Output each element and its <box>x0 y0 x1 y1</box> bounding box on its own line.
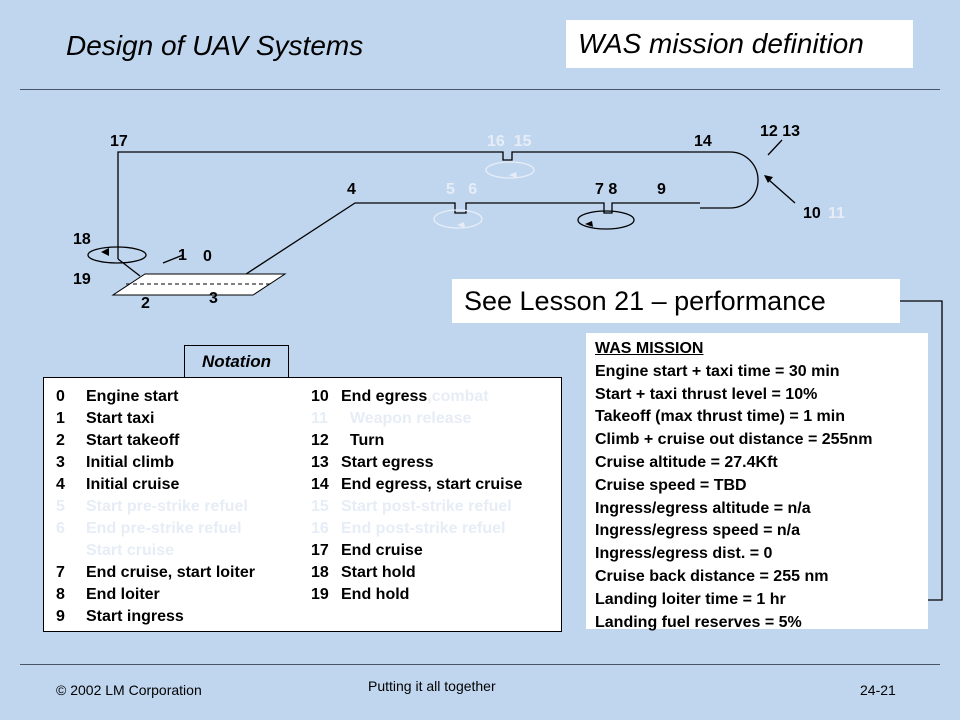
waypoint-14-label: 14 <box>694 133 712 150</box>
notation-item: Start cruise <box>86 542 175 559</box>
return-cruise-path <box>117 151 700 259</box>
was-mission-line: Landing fuel reserves = 5% <box>595 613 802 631</box>
was-mission-line: Takeoff (max thrust time) = 1 min <box>595 408 845 426</box>
was-mission-line: Cruise speed = TBD <box>595 476 747 494</box>
mission-title-box: WAS mission definition <box>566 20 913 68</box>
was-mission-line: Landing loiter time = 1 hr <box>595 590 786 608</box>
was-mission-line: Cruise altitude = 27.4Kft <box>595 453 778 471</box>
waypoint-19-label: 19 <box>73 271 91 288</box>
was-mission-line: Climb + cruise out distance = 255nm <box>595 431 873 449</box>
was-mission-line: Ingress/egress speed = n/a <box>595 522 800 540</box>
waypoint-3-label: 3 <box>209 290 218 307</box>
lesson-bracket <box>900 300 943 601</box>
waypoint-5-6-label: 5 6 <box>446 181 478 198</box>
weapon-release-arrow <box>768 179 796 204</box>
notation-item: 12 Turn <box>311 432 385 449</box>
was-mission-line: Cruise back distance = 255 nm <box>595 567 829 585</box>
notation-tag: Notation <box>184 345 289 378</box>
footer-page-number: 24-21 <box>860 682 896 698</box>
pre-strike-refuel-loop <box>433 209 483 229</box>
lesson-callout: See Lesson 21 – performance <box>452 279 900 323</box>
header-divider <box>20 89 940 90</box>
hold-loop <box>87 246 147 264</box>
was-mission-line: Ingress/egress dist. = 0 <box>595 545 773 563</box>
waypoint-12-13-label: 12 13 <box>760 123 801 140</box>
post-strike-refuel-loop <box>485 161 535 179</box>
outbound-cruise-path <box>242 202 700 277</box>
waypoint-1-label: 1 <box>178 247 187 264</box>
waypoint-16-15-label: 16 15 <box>487 133 532 150</box>
turn-path <box>700 151 759 209</box>
footer-center-text: Putting it all together <box>368 678 496 694</box>
taxi-line <box>162 254 184 264</box>
waypoint-17-label: 17 <box>110 133 128 150</box>
waypoint-2-label: 2 <box>141 295 150 312</box>
was-mission-panel: WAS MISSION Engine start + taxi time = 3… <box>586 333 928 631</box>
footer-divider <box>20 664 940 665</box>
was-mission-heading: WAS MISSION <box>595 340 704 357</box>
footer-copyright: © 2002 LM Corporation <box>56 682 202 698</box>
copyright-icon: © <box>56 682 67 698</box>
waypoint-0-label: 0 <box>203 248 212 265</box>
runway-approach-line <box>117 258 141 277</box>
waypoint-10-label: 10 <box>803 205 821 222</box>
loiter-loop <box>577 210 635 230</box>
page-title: Design of UAV Systems <box>66 30 364 61</box>
waypoint-18-label: 18 <box>73 231 91 248</box>
waypoint-9-label: 9 <box>657 181 666 198</box>
waypoint-4-label: 4 <box>347 181 356 198</box>
was-mission-line: Engine start + taxi time = 30 min <box>595 362 840 380</box>
waypoint-11-label: 11 <box>828 205 845 222</box>
was-mission-line: Ingress/egress altitude = n/a <box>595 499 811 517</box>
notation-item: 11 Weapon release <box>311 410 472 427</box>
waypoint-7-8-label: 7 8 <box>595 181 618 198</box>
was-mission-line: Start + taxi thrust level = 10% <box>595 385 818 403</box>
